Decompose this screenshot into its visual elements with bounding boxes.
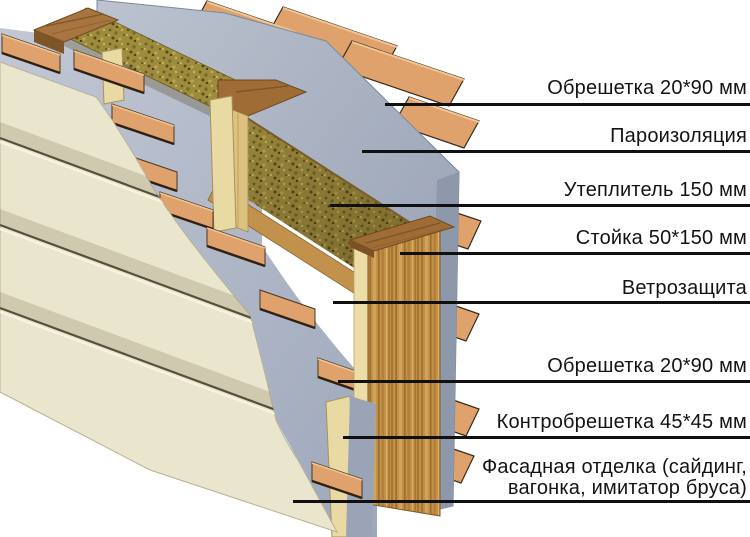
windproof-membrane [0,28,377,537]
label-facade-finish-line2: вагонка, имитатор бруса) [507,477,747,499]
label-counter-lathing: Контробрешетка 45*45 мм [496,411,747,433]
label-interior-lathing: Обрешетка 20*90 мм [547,77,747,99]
leader-facade-finish [293,500,750,503]
label-facade-finish-line1: Фасадная отделка (сайдинг, [482,456,747,478]
corner-stud-cap [32,7,120,54]
leader-counter-lathing [343,436,750,439]
leader-vapor-barrier [362,150,750,153]
leader-stud [400,252,750,255]
label-vapor-barrier: Пароизоляция [610,125,747,147]
leader-insulation [330,204,750,207]
leader-exterior-lathing [338,380,750,383]
counter-lathing-bottom [325,395,376,537]
label-stud: Стойка 50*150 мм [575,227,747,249]
leader-windproof [333,301,750,304]
label-exterior-lathing: Обрешетка 20*90 мм [547,355,747,377]
exterior-lathing-batten-low [311,461,363,500]
label-windproof: Ветрозащита [621,277,747,299]
leader-interior-lathing [385,103,750,106]
label-insulation: Утеплитель 150 мм [563,179,747,201]
